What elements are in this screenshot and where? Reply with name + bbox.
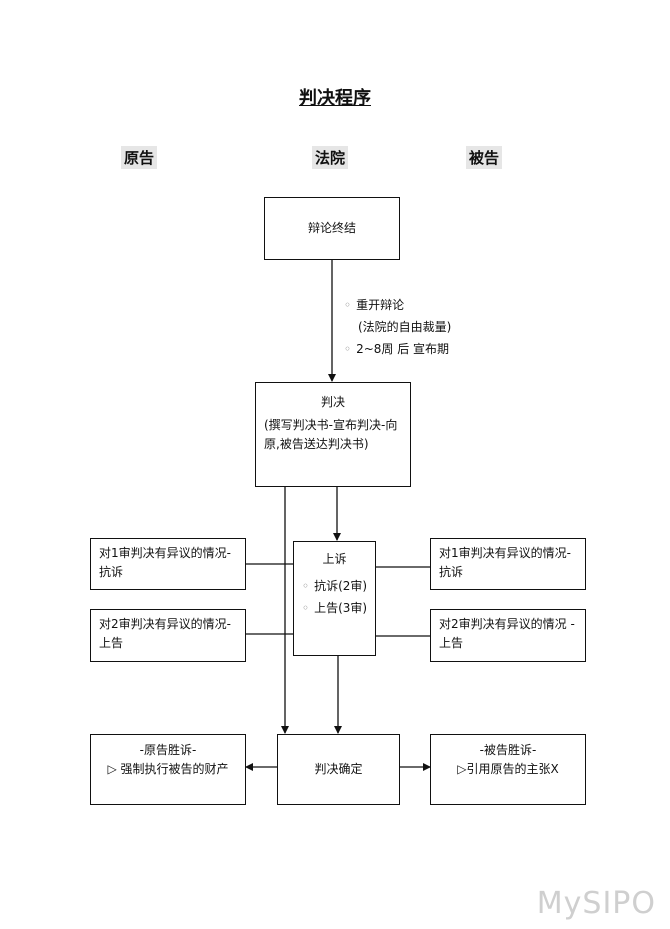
bullet-icon: ◦ (344, 342, 352, 356)
node-judgment-title: 判决 (320, 395, 345, 409)
column-header-plaintiff: 原告 (121, 146, 158, 169)
node-defendant-win-title: -被告胜诉- (479, 743, 537, 757)
node-left-objection-1: 对1审判决有异议的情况- 抗诉 (90, 538, 246, 590)
note-item: 重开辩论 (356, 298, 405, 312)
note-item: (法院的自由裁量) (358, 320, 452, 334)
node-final-label: 判决确定 (314, 762, 363, 776)
bullet-icon: ◦ (302, 601, 310, 615)
node-right-objection-2-label: 对2审判决有异议的情况 - 上告 (439, 617, 575, 650)
column-header-defendant: 被告 (466, 146, 503, 169)
node-plaintiff-win: -原告胜诉- ▷ 强制执行被告的财产 (90, 734, 246, 805)
note-item: 2~8周 后 宣布期 (356, 342, 450, 356)
node-appeal: 上诉 ◦ 抗诉(2审) ◦ 上告(3审) (293, 541, 376, 656)
page-title: 判决程序 (299, 88, 371, 109)
node-final: 判决确定 (277, 734, 400, 805)
node-defendant-win-body: ▷引用原告的主张X (457, 762, 559, 776)
node-judgment-detail: (撰写判决书-宣布判决-向原,被告送达判决书) (264, 418, 398, 451)
node-plaintiff-win-body: ▷ 强制执行被告的财产 (107, 762, 229, 776)
node-left-objection-2: 对2审判决有异议的情况- 上告 (90, 609, 246, 662)
node-end-debate-label: 辩论终结 (307, 221, 356, 235)
node-judgment: 判决 (撰写判决书-宣布判决-向原,被告送达判决书) (255, 382, 411, 487)
bullet-icon: ◦ (302, 579, 310, 593)
transition-notes: ◦ 重开辩论 (法院的自由裁量) ◦ 2~8周 后 宣布期 (344, 294, 451, 360)
node-appeal-title: 上诉 (322, 552, 347, 566)
node-left-objection-2-label: 对2审判决有异议的情况- 上告 (99, 617, 231, 650)
appeal-item: 抗诉(2审) (314, 579, 368, 593)
node-right-objection-1-label: 对1审判决有异议的情况- 抗诉 (439, 546, 571, 579)
node-plaintiff-win-title: -原告胜诉- (139, 743, 197, 757)
appeal-item: 上告(3审) (314, 601, 368, 615)
node-right-objection-2: 对2审判决有异议的情况 - 上告 (430, 609, 586, 662)
column-header-court: 法院 (312, 146, 349, 169)
watermark-logo: MySIPO (536, 886, 656, 921)
node-end-debate: 辩论终结 (264, 197, 400, 260)
node-right-objection-1: 对1审判决有异议的情况- 抗诉 (430, 538, 586, 590)
node-defendant-win: -被告胜诉- ▷引用原告的主张X (430, 734, 586, 805)
node-left-objection-1-label: 对1审判决有异议的情况- 抗诉 (99, 546, 231, 579)
bullet-icon: ◦ (344, 298, 352, 312)
